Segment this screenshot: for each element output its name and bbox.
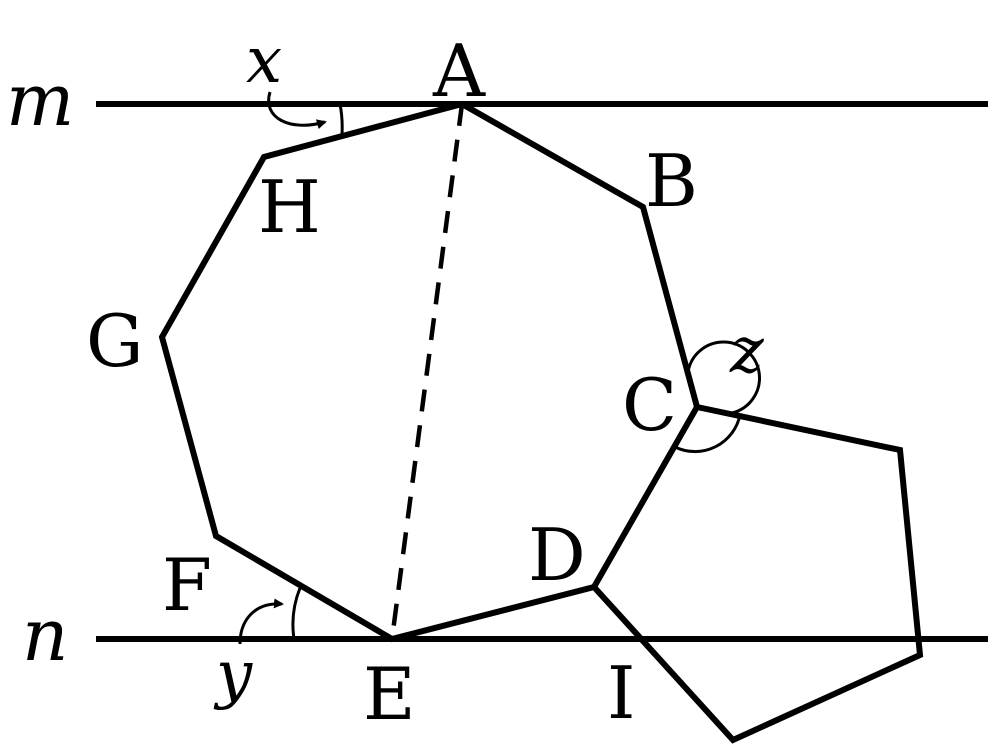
vertex-A-label: A bbox=[432, 29, 486, 113]
octagon-ABCDEFGH bbox=[158, 100, 701, 643]
pentagon-CD bbox=[591, 404, 924, 744]
angle-z-label: z bbox=[729, 314, 765, 388]
angle-x-arc bbox=[338, 103, 344, 135]
vertex-I-label: I bbox=[607, 651, 635, 735]
vertex-B-label: B bbox=[645, 139, 698, 223]
angle-y-arrow bbox=[238, 598, 284, 645]
line-n-label: n bbox=[22, 593, 68, 677]
line-m-label: m bbox=[6, 58, 74, 142]
angle-y-label: y bbox=[213, 638, 253, 712]
vertex-E-label: E bbox=[363, 652, 416, 736]
angle-z-arc bbox=[674, 340, 761, 454]
angle-x-label: x bbox=[246, 24, 282, 98]
vertex-D-label: D bbox=[528, 513, 586, 597]
vertex-C-label: C bbox=[622, 363, 677, 447]
angle-y-arc bbox=[291, 587, 302, 640]
vertex-G-label: G bbox=[86, 299, 144, 383]
vertex-F-label: F bbox=[162, 543, 212, 627]
vertex-H-label: H bbox=[258, 165, 321, 249]
angle-x-arrow bbox=[267, 91, 327, 130]
diagonal-AE bbox=[389, 103, 465, 640]
